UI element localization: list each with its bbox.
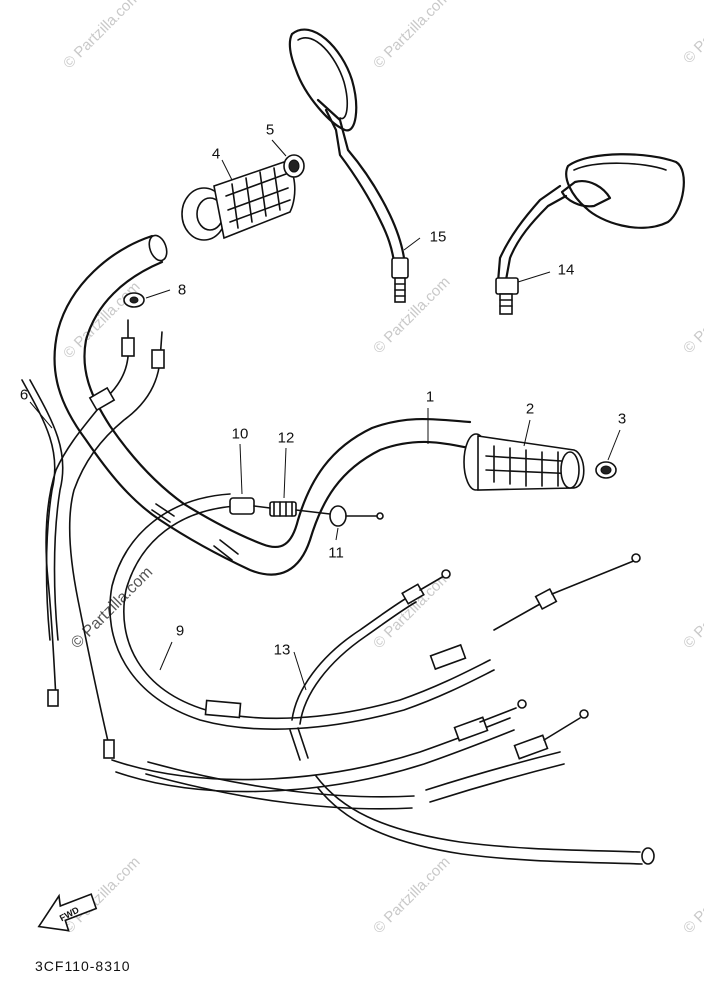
callout-12: 12 (277, 429, 295, 447)
callout-10: 10 (231, 425, 249, 443)
cable-13 (289, 569, 451, 761)
right-mirror (495, 153, 685, 315)
left-grip (181, 154, 305, 241)
grommet (123, 292, 145, 308)
callout-13: 13 (273, 641, 291, 659)
leader-lines (29, 139, 621, 691)
callout-4: 4 (211, 145, 221, 163)
callout-11: 11 (328, 544, 344, 562)
callout-6: 6 (19, 386, 29, 404)
lower-cables (47, 689, 655, 865)
cable-throttle (109, 493, 641, 730)
callout-2: 2 (525, 400, 535, 418)
callout-8: 8 (177, 281, 187, 299)
callout-1: 1 (425, 388, 435, 406)
callout-9: 9 (175, 622, 185, 640)
callout-3: 3 (617, 410, 627, 428)
callout-14: 14 (557, 261, 575, 279)
callout-5: 5 (265, 121, 275, 139)
diagram-code: 3CF110-8310 (35, 958, 131, 974)
left-cables (21, 319, 165, 751)
forward-arrow-icon (37, 893, 98, 932)
cable-adjusters (229, 497, 384, 527)
handlebar (53, 234, 472, 576)
left-mirror (288, 28, 409, 303)
right-grip (463, 433, 617, 491)
callout-15: 15 (429, 228, 447, 246)
